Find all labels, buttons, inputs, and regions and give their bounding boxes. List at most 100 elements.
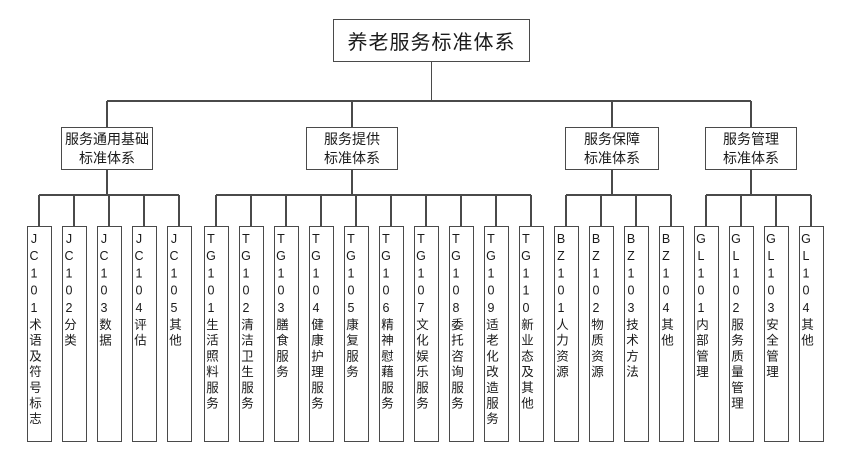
connector-line [775,195,777,226]
leaf-node: TG107文化娱乐服务 [413,226,439,442]
branch-node-label-line1: 服务保障 [584,130,640,147]
leaf-node-text: GL103安全管理 [764,232,778,381]
root-node-label: 养老服务标准体系 [347,32,516,54]
connector-line [390,195,392,226]
leaf-node-label: 其他 [167,318,181,350]
leaf-node: TG103膳食服务 [273,226,299,442]
root-node: 养老服务标准体系 [333,19,530,62]
leaf-node-code: BZ104 [659,232,673,318]
connector-line [706,194,811,196]
leaf-node-text: BZ104其他 [659,232,673,350]
connector-line [39,194,179,196]
leaf-node-code: GL102 [729,232,743,318]
leaf-node-text: TG107文化娱乐服务 [414,232,428,413]
leaf-node-label: 文化娱乐服务 [414,318,428,413]
connector-line [351,101,353,127]
leaf-node-label: 服务质量管理 [729,318,743,413]
leaf-node: TG110新业态及其他 [518,226,544,442]
leaf-node-text: BZ103技术方法 [624,232,638,381]
leaf-node-label: 内部管理 [694,318,708,381]
connector-line [216,194,531,196]
connector-line [810,195,812,226]
leaf-node-code: TG101 [204,232,218,318]
leaf-node: BZ101人力资源 [553,226,579,442]
connector-line [215,195,217,226]
leaf-node-code: JC103 [97,232,111,318]
connector-line [611,170,613,195]
connector-line [106,170,108,195]
leaf-node-text: TG108委托咨询服务 [449,232,463,413]
leaf-node-label: 健康护理服务 [309,318,323,413]
leaf-node-code: TG102 [239,232,253,318]
leaf-node-code: TG109 [484,232,498,318]
connector-line [143,195,145,226]
leaf-node: TG104健康护理服务 [308,226,334,442]
leaf-node-label: 物质资源 [589,318,603,381]
leaf-node: JC105其他 [166,226,192,442]
leaf-node-text: TG109适老化改造服务 [484,232,498,428]
connector-line [750,170,752,195]
leaf-node: TG106精神慰藉服务 [378,226,404,442]
branch-node-label-line1: 服务管理 [723,130,779,147]
leaf-node-code: JC105 [167,232,181,318]
leaf-node-text: JC102分类 [62,232,76,350]
leaf-node: TG105康复服务 [343,226,369,442]
leaf-node-label: 适老化改造服务 [484,318,498,428]
leaf-node-code: JC104 [132,232,146,318]
leaf-node-text: JC104评估 [132,232,146,350]
branch-node: 服务提供标准体系 [306,127,398,170]
connector-line [530,195,532,226]
leaf-node-text: TG101生活照料服务 [204,232,218,412]
leaf-node-label: 委托咨询服务 [449,318,463,413]
leaf-node-label: 评估 [132,318,146,350]
leaf-node: BZ103技术方法 [623,226,649,442]
leaf-node-label: 其他 [659,318,673,350]
connector-line [611,101,613,127]
connector-line [107,100,751,102]
leaf-node-text: BZ101人力资源 [554,232,568,381]
connector-line [285,195,287,226]
leaf-node-text: TG104健康护理服务 [309,232,323,413]
branch-node: 服务管理标准体系 [705,127,797,170]
leaf-node-label: 清洁卫生服务 [239,318,253,413]
leaf-node-code: BZ102 [589,232,603,318]
leaf-node-text: JC101术语及符号标志 [27,232,41,428]
connector-line [178,195,180,226]
leaf-node: TG108委托咨询服务 [448,226,474,442]
leaf-node-code: GL103 [764,232,778,318]
leaf-node: GL103安全管理 [763,226,789,442]
connector-line [430,62,433,101]
connector-line [495,195,497,226]
leaf-node-code: TG106 [379,232,393,318]
connector-line [705,195,707,226]
leaf-node-code: TG110 [519,232,533,318]
connector-line [320,195,322,226]
connector-line [750,101,752,127]
branch-node-label-line2: 标准体系 [723,149,779,166]
leaf-node-code: TG103 [274,232,288,318]
leaf-node-text: JC103数据 [97,232,111,350]
connector-line [670,195,672,226]
connector-line [351,170,353,195]
leaf-node-code: TG105 [344,232,358,318]
connector-line [600,195,602,226]
leaf-node-text: GL104其他 [799,232,813,349]
leaf-node-code: JC101 [27,232,41,318]
leaf-node-text: TG105康复服务 [344,232,358,381]
leaf-node: JC104评估 [131,226,157,442]
leaf-node-code: JC102 [62,232,76,318]
leaf-node-label: 分类 [62,318,76,350]
leaf-node: GL102服务质量管理 [728,226,754,442]
leaf-node-text: TG103膳食服务 [274,232,288,381]
leaf-node-label: 数据 [97,318,111,350]
leaf-node-label: 康复服务 [344,318,358,381]
branch-node: 服务保障标准体系 [565,127,659,170]
leaf-node-code: TG108 [449,232,463,318]
connector-line [460,195,462,226]
leaf-node-label: 膳食服务 [274,318,288,381]
leaf-node: JC102分类 [61,226,87,442]
leaf-node-label: 技术方法 [624,318,638,381]
branch-node-label-line1: 服务提供 [324,130,380,147]
branch-node-label-line2: 标准体系 [584,149,640,166]
leaf-node: TG102清洁卫生服务 [238,226,264,442]
